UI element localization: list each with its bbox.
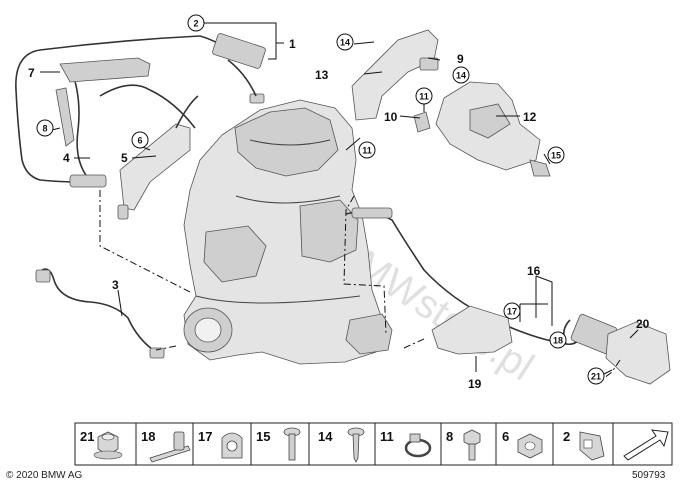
exhaust-converter-illustration (183, 99, 393, 365)
callouts: 2 1 7 8 4 6 5 3 14 13 9 14 11 10 11 12 1… (28, 14, 650, 391)
callout-20: 20 (636, 317, 650, 331)
callout-circle-15 (547, 146, 565, 164)
harness-part-3 (35, 268, 165, 359)
callout-6: 6 (137, 136, 142, 146)
callout-18: 18 (553, 336, 563, 346)
clamp-icon (221, 432, 243, 459)
callout-circle-6 (131, 131, 149, 149)
hose-clamp-icon (404, 433, 432, 458)
callout-circle-21 (587, 367, 605, 385)
strip-label-21: 21 (80, 429, 94, 444)
callout-7: 7 (28, 66, 35, 80)
strip-label-14: 14 (318, 429, 333, 444)
callout-11b: 11 (362, 146, 372, 156)
cable-clip-icon (149, 431, 191, 463)
bracket-part-12 (435, 81, 551, 177)
strip-label-2: 2 (563, 429, 570, 444)
direction-arrow-icon (623, 429, 669, 461)
callout-circle-18 (549, 331, 567, 349)
callout-circle-14a (336, 33, 354, 51)
callout-10: 10 (384, 110, 398, 124)
callout-circle-11b (358, 141, 376, 159)
strip-label-18: 18 (141, 429, 155, 444)
callout-3: 3 (112, 278, 119, 292)
copyright-text: © 2020 BMW AG (6, 470, 83, 481)
pipe-part-10 (413, 111, 431, 133)
strip-label-17: 17 (198, 429, 212, 444)
screw-icon (347, 427, 365, 463)
callout-circle-17 (503, 302, 521, 320)
strip-label-11: 11 (380, 429, 394, 444)
reference-lines (99, 190, 621, 379)
right-sensor-harness (345, 207, 671, 385)
callout-11a: 11 (419, 92, 429, 102)
strip-label-15: 15 (256, 429, 270, 444)
leader-lines (40, 22, 639, 375)
callout-17: 17 (507, 307, 517, 317)
callout-2: 2 (193, 19, 198, 29)
callout-14a: 14 (340, 38, 350, 48)
diagram-number: 509793 (632, 470, 666, 481)
callout-4: 4 (63, 151, 70, 165)
callout-1: 1 (289, 37, 296, 51)
callout-19: 19 (468, 377, 482, 391)
strip-label-8: 8 (446, 429, 453, 444)
callout-circle-8 (36, 119, 54, 137)
callout-15: 15 (551, 151, 561, 161)
nut-icon (93, 431, 123, 460)
bracket-part-5 (117, 95, 199, 220)
heat-shield-part-13 (351, 29, 439, 121)
callout-12: 12 (523, 110, 537, 124)
callout-circle-14b (452, 66, 470, 84)
callout-13: 13 (315, 68, 329, 82)
callout-16: 16 (527, 264, 541, 278)
callout-5: 5 (121, 151, 128, 165)
callout-21: 21 (591, 372, 601, 382)
flange-nut-icon (517, 433, 543, 459)
parts-strip: 21 18 17 15 14 11 8 6 2 (74, 422, 673, 466)
callout-8: 8 (42, 124, 47, 134)
left-sensor-harness (15, 33, 266, 188)
strip-label-6: 6 (502, 429, 509, 444)
callout-9: 9 (457, 52, 464, 66)
flange-bolt-icon (463, 429, 481, 461)
callout-14b: 14 (456, 71, 466, 81)
callout-circle-11a (415, 87, 433, 105)
bolt-icon (283, 427, 301, 461)
callout-circle-2 (187, 14, 205, 32)
holder-icon (579, 431, 605, 461)
